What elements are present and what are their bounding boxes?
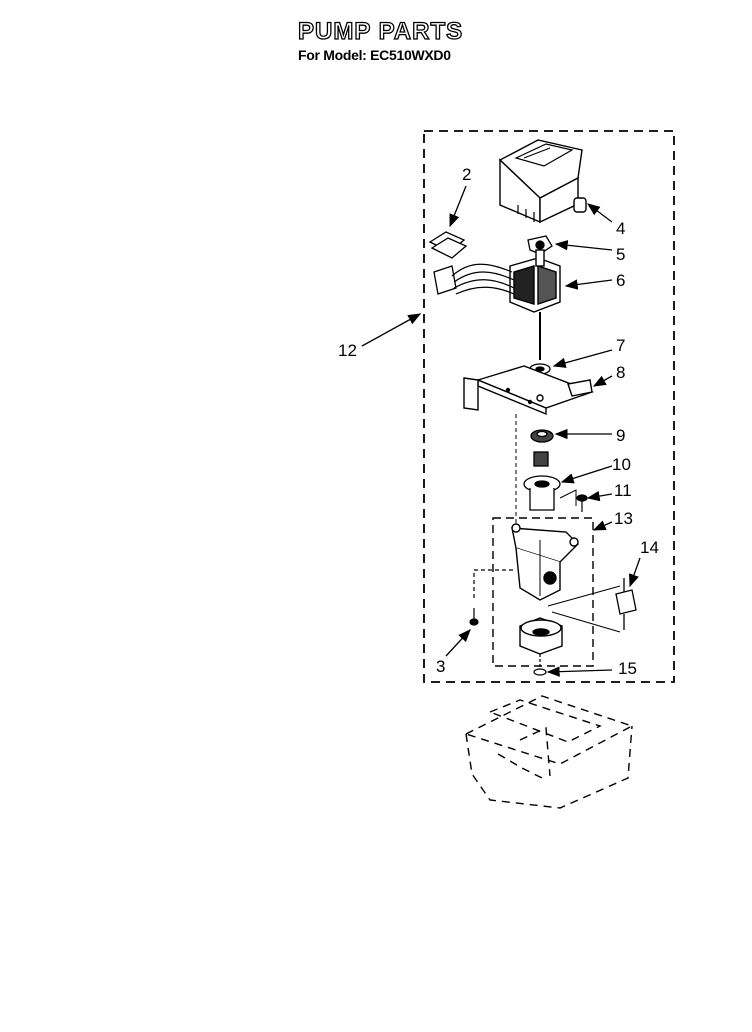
callout-13: 13 bbox=[614, 509, 633, 528]
wiring-harness bbox=[451, 263, 515, 295]
motor-cover bbox=[498, 139, 587, 224]
ice-bin-outline bbox=[464, 695, 634, 809]
model-subtitle: For Model: EC510WXD0 bbox=[298, 47, 451, 63]
callout-15: 15 bbox=[618, 659, 637, 678]
washer-15 bbox=[533, 654, 547, 676]
page-title: PUMP PARTS bbox=[297, 18, 464, 45]
callout-12: 12 bbox=[338, 341, 357, 360]
pump-housing bbox=[511, 523, 579, 601]
mounting-bracket bbox=[463, 365, 595, 416]
wire-clip bbox=[428, 231, 468, 295]
callout-5: 5 bbox=[616, 245, 625, 264]
callout-4: 4 bbox=[616, 219, 625, 238]
reference-lines bbox=[515, 414, 621, 633]
screw-3 bbox=[469, 569, 516, 626]
callout-9: 9 bbox=[616, 426, 625, 445]
leader-lines bbox=[361, 185, 641, 677]
callout-8: 8 bbox=[616, 363, 625, 382]
callout-11: 11 bbox=[614, 481, 632, 500]
fitting-14 bbox=[615, 578, 637, 630]
impeller bbox=[523, 451, 561, 511]
callout-10: 10 bbox=[612, 455, 631, 474]
screw-11 bbox=[576, 494, 588, 512]
assembly-12-outline bbox=[423, 130, 675, 683]
callout-7: 7 bbox=[616, 336, 625, 355]
callout-14: 14 bbox=[640, 538, 659, 557]
seal-9 bbox=[530, 429, 554, 443]
pump-motor bbox=[509, 249, 561, 360]
callout-3: 3 bbox=[436, 657, 445, 676]
callout-6: 6 bbox=[616, 271, 625, 290]
pump-base bbox=[519, 617, 563, 655]
callout-2: 2 bbox=[462, 165, 471, 184]
fan-clip bbox=[527, 235, 553, 255]
assembly-13-outline bbox=[492, 517, 594, 667]
